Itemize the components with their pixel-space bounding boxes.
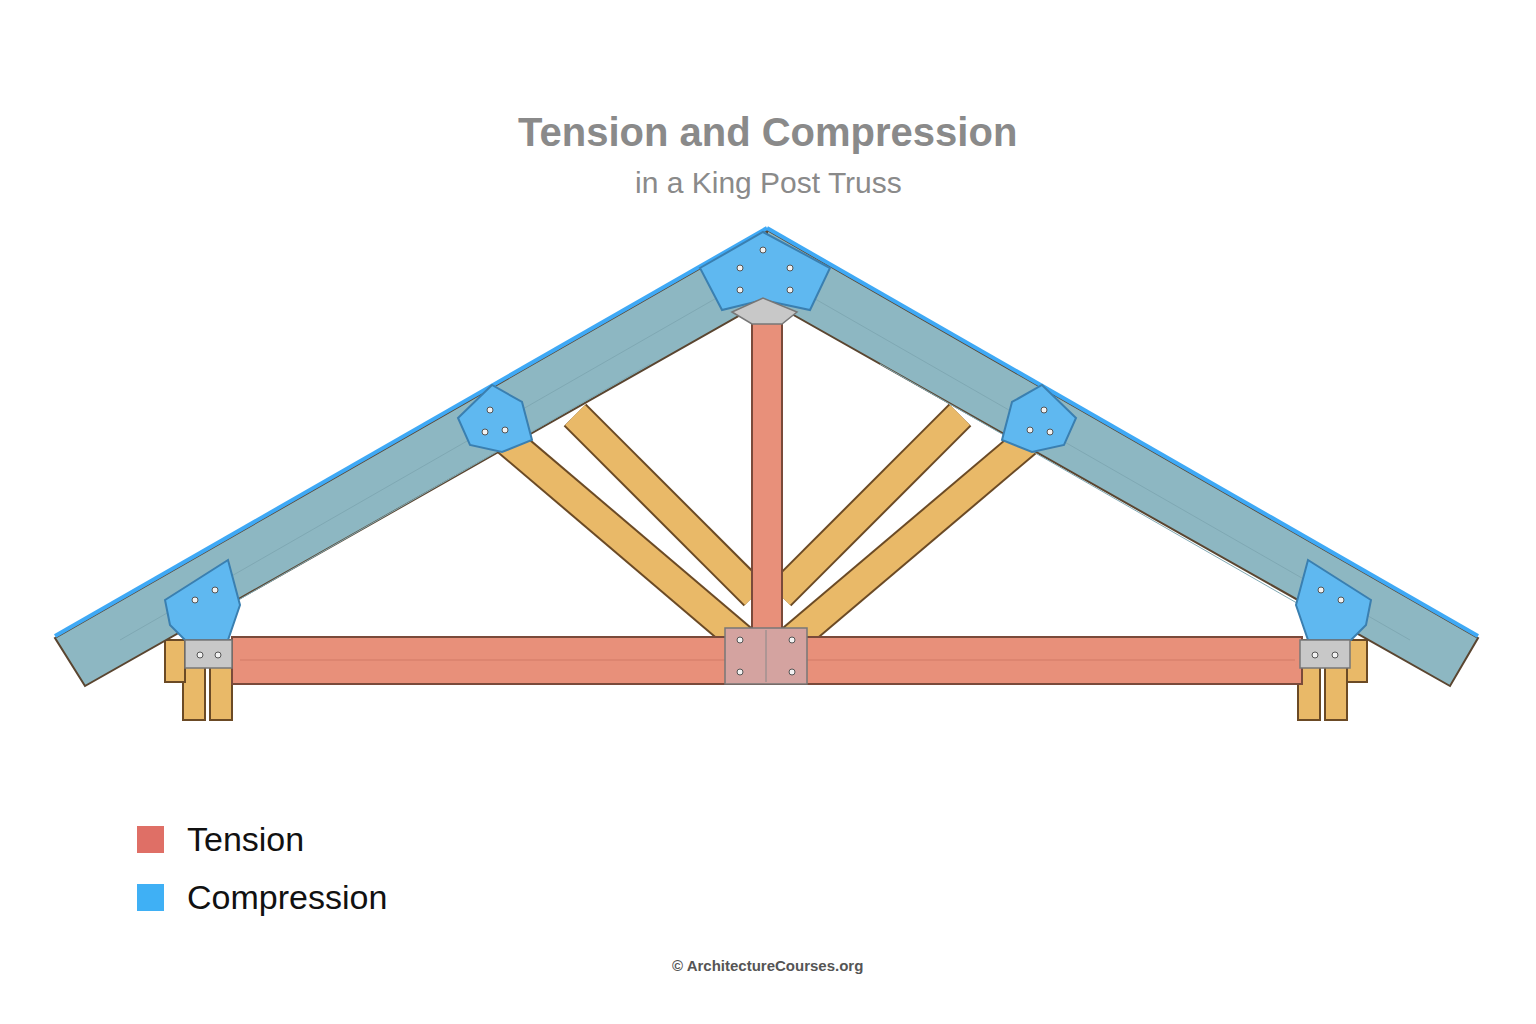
- legend-label: Compression: [187, 878, 387, 917]
- subtitle: in a King Post Truss: [635, 166, 902, 200]
- copyright-note: © ArchitectureCourses.org: [672, 957, 863, 974]
- diagram-title: Tension and Compression: [518, 110, 1017, 155]
- legend-swatch: [137, 826, 164, 853]
- legend-label: Tension: [187, 820, 304, 859]
- legend-swatch: [137, 884, 164, 911]
